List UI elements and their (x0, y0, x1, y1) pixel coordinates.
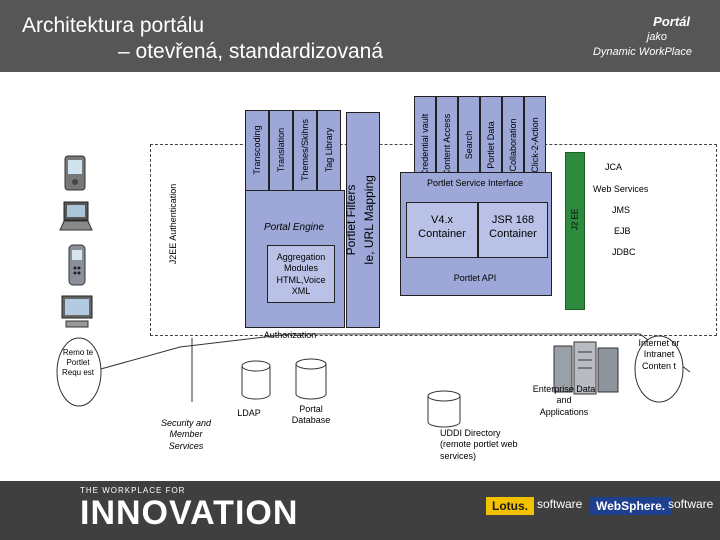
portal-title: Portál (653, 14, 690, 29)
ldap-label: LDAP (232, 408, 266, 419)
websphere-logo: WebSphere. (590, 497, 671, 515)
lotus-logo: Lotus. (486, 497, 534, 515)
security-label: Security and Member Services (155, 418, 217, 452)
portal-database-icon (294, 358, 328, 402)
connector-lines (0, 72, 720, 481)
remote-portlet-label: Remo te Portlet Requ est (58, 348, 98, 378)
portal-subtitle-1: jako (647, 31, 667, 43)
innovation-logo: INNOVATION (80, 494, 298, 533)
uddi-label: UDDI Directory (remote portlet web servi… (440, 428, 520, 462)
enterprise-label: Enterprise Data and Applications (532, 384, 596, 418)
page-title-line2: – otevřená, standardizovaná (118, 40, 383, 64)
websphere-software-text: software (668, 497, 713, 511)
internet-label: Internet or Intranet Conten t (638, 338, 680, 372)
portal-subtitle-2: Dynamic WorkPlace (593, 46, 692, 58)
architecture-diagram: J2EE Authentication Transcoding Translat… (0, 72, 720, 481)
ldap-database-icon (240, 360, 272, 402)
portal-database-label: Portal Database (286, 404, 336, 427)
page-title-line1: Architektura portálu (22, 14, 204, 38)
lotus-software-text: software (537, 497, 582, 511)
uddi-directory-icon (426, 390, 462, 430)
